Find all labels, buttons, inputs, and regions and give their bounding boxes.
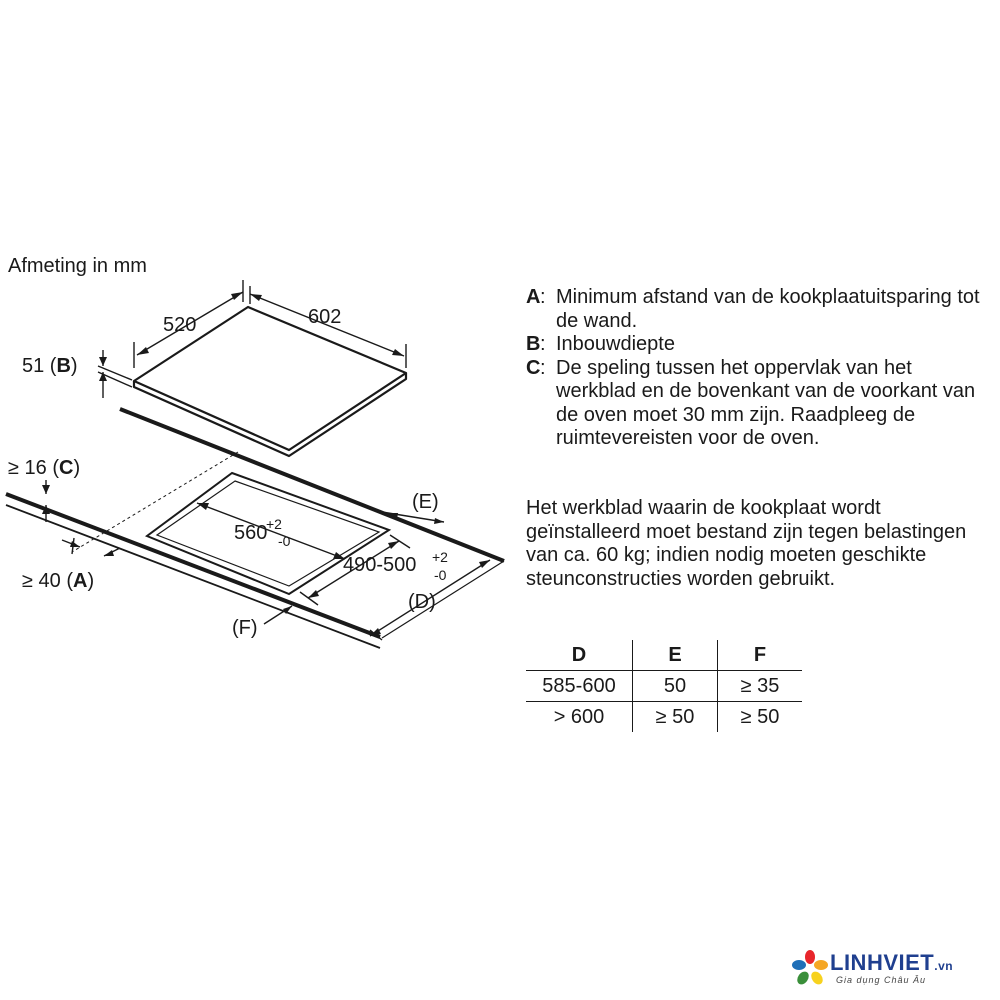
legend-text: De speling tussen het oppervlak van het …: [556, 356, 976, 450]
load-note: Het werkblad waarin de kookplaat wordt g…: [526, 497, 967, 590]
dim-c: [42, 480, 50, 522]
c-prefix: ≥ 16 (: [8, 457, 59, 479]
legend-item-c: C: De speling tussen het oppervlak van h…: [526, 357, 996, 451]
dim-e: [381, 511, 445, 524]
legend-item-a: A: Minimum afstand van de kookplaatuitsp…: [526, 286, 996, 333]
legend-colon: :: [540, 333, 546, 355]
logo-tld: .vn: [934, 959, 954, 973]
c-key: C: [59, 457, 73, 479]
dim-a: [61, 537, 121, 557]
dim-cutout-depth: [299, 534, 411, 606]
dim-f: [263, 605, 293, 625]
legend-text: Minimum afstand van de kookplaatuitspari…: [556, 286, 980, 332]
dimension-table: D E F 585-600 50 ≥ 35 > 600 ≥ 50 ≥ 50: [526, 640, 802, 732]
table-header-f: F: [717, 640, 802, 671]
wall-hidden-line: [71, 451, 239, 553]
hob-drawing: [132, 305, 408, 458]
table-row: > 600 ≥ 50 ≥ 50: [526, 701, 802, 732]
logo-name-text: LINHVIET: [830, 950, 935, 975]
worktop-front-edge: [5, 492, 381, 639]
cutout-outer: [144, 471, 392, 596]
label-cutout-width: 560: [234, 522, 267, 544]
label-depth: 520: [163, 314, 196, 336]
table-cell: ≥ 50: [740, 705, 780, 728]
table-cell: 585-600: [526, 670, 633, 702]
a-key: A: [73, 570, 87, 592]
dim-height-b: [97, 350, 133, 398]
legend: A: Minimum afstand van de kookplaatuitsp…: [526, 286, 996, 451]
label-a: ≥ 40 (A): [22, 570, 94, 592]
logo-tagline: Gia dụng Châu Âu: [836, 975, 927, 985]
table-header-e: E: [632, 640, 718, 671]
cutout-width-value: 560: [234, 522, 267, 544]
table-header-row: D E F: [526, 640, 802, 671]
worktop-drawing: [5, 407, 505, 649]
flower-icon: [792, 950, 828, 985]
label-cutout-depth: 490-500: [343, 554, 416, 576]
logo-name: LINHVIET.vn: [830, 950, 953, 976]
worktop-back-edge: [119, 407, 505, 563]
label-width: 602: [308, 306, 341, 328]
height-key: B: [56, 355, 70, 377]
cutout-width-tol-minus: -0: [278, 533, 291, 549]
label-height-b: 51 (B): [22, 355, 78, 377]
table-cell: ≥ 35: [717, 670, 802, 702]
table-row: 585-600 50 ≥ 35: [526, 670, 802, 702]
table-cell: 50: [632, 670, 718, 702]
dim-depth-520: [133, 280, 244, 368]
legend-item-b: B: Inbouwdiepte: [526, 333, 996, 357]
legend-text: Inbouwdiepte: [556, 333, 675, 355]
label-f: (F): [232, 617, 258, 639]
table-header-d: D: [526, 640, 633, 671]
cutout-drawing: [144, 471, 392, 596]
height-close: ): [71, 355, 78, 377]
label-e: (E): [412, 491, 439, 513]
worktop-front-edge-lower: [5, 504, 381, 649]
hob-top-surface: [132, 305, 408, 452]
table-cell: > 600: [526, 701, 633, 732]
legend-key: B: [526, 333, 541, 355]
legend-key: A: [526, 286, 541, 308]
c-close: ): [73, 457, 80, 479]
a-close: ): [87, 570, 94, 592]
legend-colon: :: [540, 356, 546, 379]
dim-cutout-width: [196, 502, 346, 560]
label-d: (D): [408, 591, 436, 613]
hob-front-edge: [132, 373, 408, 458]
height-value: 51 (: [22, 355, 57, 377]
cutout-depth-tol-plus: +2: [432, 549, 448, 565]
dim-d: [369, 559, 491, 641]
legend-key: C: [526, 356, 541, 379]
label-c: ≥ 16 (C): [8, 457, 80, 479]
cutout-width-tol-plus: +2: [266, 516, 282, 532]
table-cell: ≥ 50: [632, 701, 718, 732]
linhviet-logo: LINHVIET.vn Gia dụng Châu Âu: [792, 948, 992, 988]
legend-colon: :: [540, 286, 546, 308]
cutout-depth-tol-minus: -0: [434, 567, 447, 583]
worktop-right-edge: [381, 560, 505, 639]
diagram-title: Afmeting in mm: [8, 255, 147, 277]
dim-width-602: [249, 286, 407, 368]
a-prefix: ≥ 40 (: [22, 570, 73, 592]
cutout-inner: [155, 480, 381, 587]
